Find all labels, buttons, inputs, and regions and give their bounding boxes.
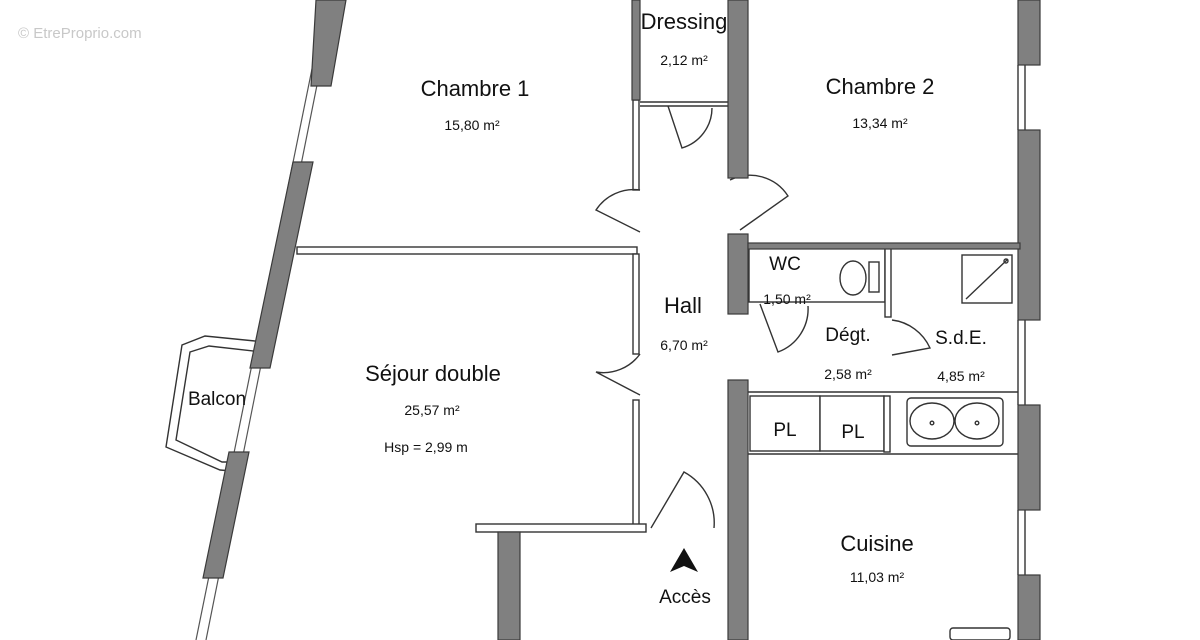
room-sde-area: 4,85 m² bbox=[937, 368, 985, 384]
room-chambre1-area: 15,80 m² bbox=[444, 117, 500, 133]
room-cuisine-area: 11,03 m² bbox=[849, 569, 905, 585]
room-sejour-height: Hsp = 2,99 m bbox=[384, 439, 468, 455]
room-hall-area: 6,70 m² bbox=[660, 337, 708, 353]
access-label: Accès bbox=[659, 587, 711, 608]
room-dressing-area: 2,12 m² bbox=[660, 52, 708, 68]
room-dressing-name: Dressing bbox=[640, 9, 728, 34]
room-chambre2-name: Chambre 2 bbox=[825, 74, 935, 99]
room-chambre1-name: Chambre 1 bbox=[420, 76, 530, 101]
room-sde-name: S.d.E. bbox=[935, 328, 987, 349]
room-wc-area: 1,50 m² bbox=[763, 291, 811, 307]
room-degt-area: 2,58 m² bbox=[824, 366, 872, 382]
room-balcon-name: Balcon bbox=[187, 389, 247, 410]
room-cuisine-name: Cuisine bbox=[840, 531, 914, 556]
room-hall-name: Hall bbox=[664, 293, 702, 318]
access-arrow-icon bbox=[670, 548, 698, 572]
room-wc-name: WC bbox=[769, 254, 801, 275]
room-degt-name: Dégt. bbox=[825, 325, 871, 346]
room-sejour-name: Séjour double bbox=[365, 361, 501, 386]
room-sejour-area: 25,57 m² bbox=[404, 402, 460, 418]
room-pl2-name: PL bbox=[841, 422, 865, 443]
watermark: © EtreProprio.com bbox=[18, 25, 142, 42]
room-pl1-name: PL bbox=[773, 420, 797, 441]
room-chambre2-area: 13,34 m² bbox=[852, 115, 908, 131]
